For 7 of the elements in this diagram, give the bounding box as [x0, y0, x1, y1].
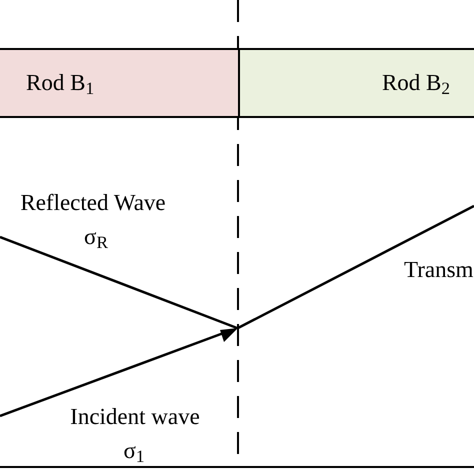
rod-segment: Rod B$_{1}$: [0, 48, 238, 118]
wave-label: Incident wave: [69, 403, 201, 431]
wave-label: Reflected Wave: [19, 189, 167, 217]
wave-label: σ$_{1}$: [122, 437, 146, 468]
wave-label: Transm: [404, 256, 474, 284]
wave-label: σ$_{R}$: [83, 223, 109, 254]
rod-segment: Rod B$_{2}$: [238, 48, 474, 118]
